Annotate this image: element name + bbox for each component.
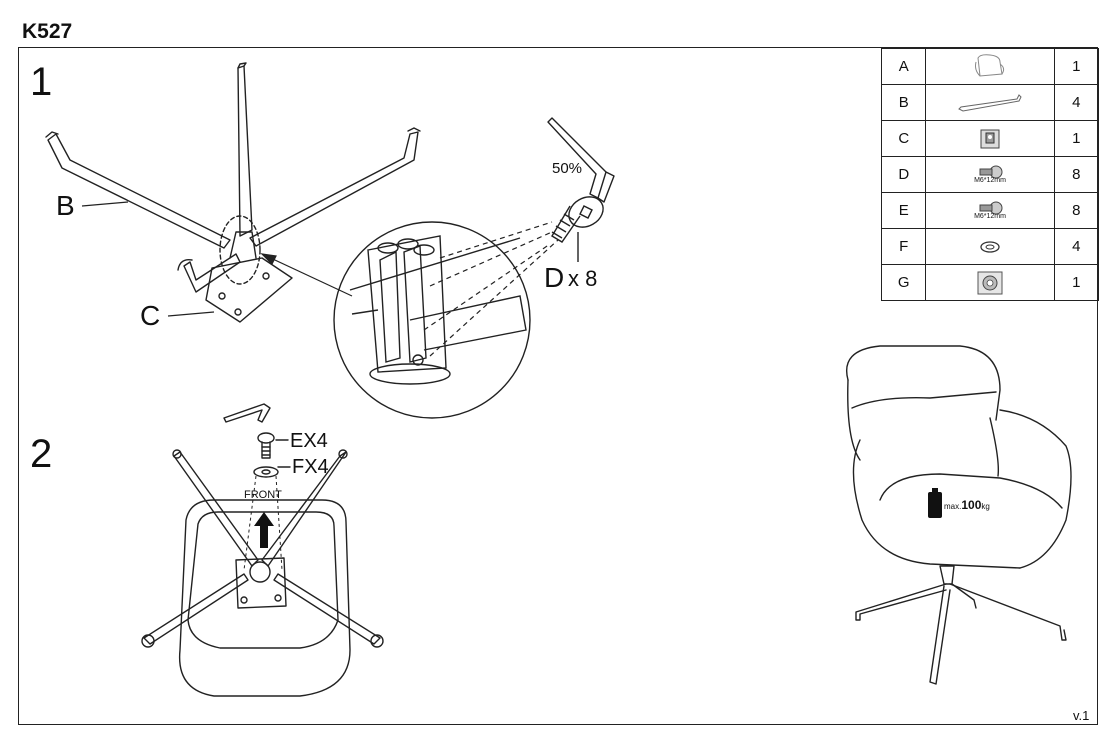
washer-icon: [980, 240, 1000, 253]
label-f-qty: FX4: [292, 456, 329, 478]
version-label: v.1: [1073, 708, 1090, 723]
bolt-icon: [979, 165, 1003, 179]
part-quantity: 1: [1053, 264, 1100, 301]
table-row: A 1: [880, 48, 1100, 85]
step-2-number: 2: [30, 432, 53, 476]
part-quantity: 8: [1053, 156, 1100, 193]
part-quantity: 1: [1053, 120, 1100, 157]
parts-table: A 1 B 4 C 1 D: [880, 48, 1100, 301]
table-row: C 1: [880, 120, 1100, 157]
weight-value: 100: [961, 498, 982, 512]
part-letter: E: [880, 192, 927, 229]
step-2-illustration: [141, 403, 384, 697]
label-b: B: [56, 190, 75, 221]
instruction-frame: [18, 47, 1098, 725]
label-c: C: [140, 300, 161, 331]
part-quantity: 8: [1053, 192, 1100, 229]
torque-label: 50%: [552, 160, 583, 177]
label-d: D: [544, 262, 565, 293]
step-1-illustration: [45, 62, 615, 419]
part-letter: F: [880, 228, 927, 265]
table-row: E M6*12mm 8: [880, 192, 1100, 229]
part-letter: A: [880, 48, 927, 85]
label-e-qty: EX4: [290, 430, 328, 452]
step-1-number: 1: [30, 60, 53, 104]
part-image: [925, 120, 1055, 157]
table-row: D M6*12mm 8: [880, 156, 1100, 193]
chair-icon: [975, 53, 1005, 77]
label-d-qty: x 8: [568, 266, 598, 291]
part-image: [925, 48, 1055, 85]
mount-plate-icon: [980, 129, 1000, 148]
weight-unit: kg: [981, 502, 990, 511]
table-row: F 4: [880, 228, 1100, 265]
part-quantity: 4: [1053, 228, 1100, 265]
weight-limit: max.100kg: [944, 498, 990, 512]
swivel-plate-icon: [977, 271, 1003, 294]
table-row: B 4: [880, 84, 1100, 121]
front-label: FRONT: [244, 489, 282, 501]
table-row: G 1: [880, 264, 1100, 301]
leg-icon: [958, 93, 1022, 112]
part-spec: M6*12mm: [974, 177, 1006, 184]
part-quantity: 4: [1053, 84, 1100, 121]
part-quantity: 1: [1053, 48, 1100, 85]
document-title: K527: [22, 20, 73, 43]
bolt-icon: [979, 201, 1003, 215]
part-letter: B: [880, 84, 927, 121]
part-spec: M6*12mm: [974, 213, 1006, 220]
part-image: [925, 228, 1055, 265]
part-letter: G: [880, 264, 927, 301]
weight-prefix: max.: [944, 502, 962, 511]
part-image: [925, 84, 1055, 121]
part-letter: C: [880, 120, 927, 157]
part-letter: D: [880, 156, 927, 193]
part-image: M6*12mm: [925, 192, 1055, 229]
part-image: [925, 264, 1055, 301]
part-image: M6*12mm: [925, 156, 1055, 193]
